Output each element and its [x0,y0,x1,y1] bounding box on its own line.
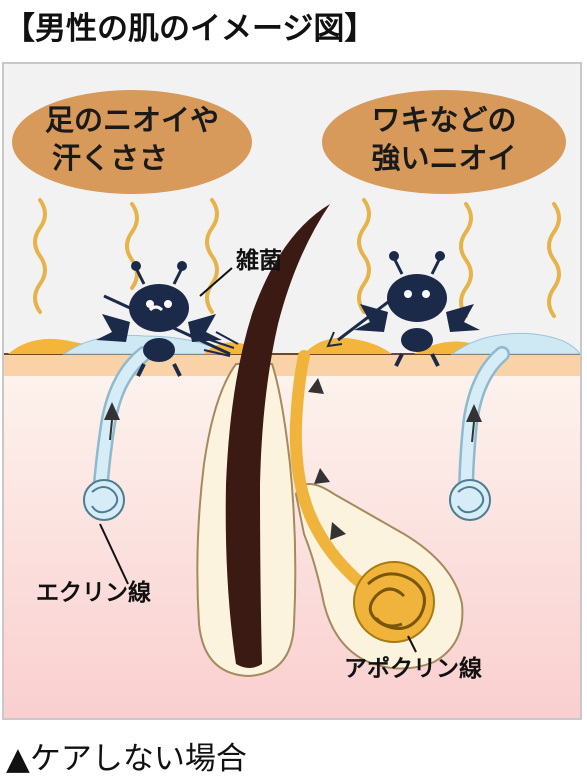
eccrine-label: エクリン線 [36,523,151,606]
apocrine-label: アポクリン線 [344,635,482,682]
bacteria-left [96,261,239,377]
eccrine-gland-right [449,346,510,521]
apocrine-label-text: アポクリン線 [344,655,482,682]
odor-bubble-left: 足のニオイや 汗くささ [12,90,252,194]
odor-bubble-left-line2: 汗くささ [52,141,168,175]
odor-bubble-right-line1: ワキなどの [371,103,516,137]
skin-diagram-svg: 足のニオイや 汗くささ ワキなどの 強いニオイ [4,64,580,718]
sweat-pool-right [450,332,580,355]
odor-bubble-right: ワキなどの 強いニオイ [322,90,566,194]
odor-wave-1 [33,198,47,314]
odor-bubble-left-line1: 足のニオイや [45,103,219,137]
eccrine-gland-left [83,346,152,521]
sebum-pool-center-right [304,337,392,354]
apocrine-gland [289,350,464,670]
caption: ▲ケアしない場合 [6,741,247,777]
bacteria-label: 雑菌 [199,247,282,297]
odor-wave-5 [459,202,473,318]
odor-wave-6 [547,202,561,318]
odor-waves [33,198,561,318]
page-title: 【男性の肌のイメージ図】 [4,11,376,47]
odor-wave-4 [357,198,371,314]
odor-wave-2 [125,202,139,290]
hair-shaft [225,204,330,668]
odor-bubble-right-line2: 強いニオイ [371,141,516,175]
bacteria-right [326,251,480,367]
bacteria-label-text: 雑菌 [235,247,282,274]
skin-diagram: 足のニオイや 汗くささ ワキなどの 強いニオイ [2,62,582,720]
odor-wave-3 [205,198,219,314]
eccrine-label-text: エクリン線 [36,579,151,606]
